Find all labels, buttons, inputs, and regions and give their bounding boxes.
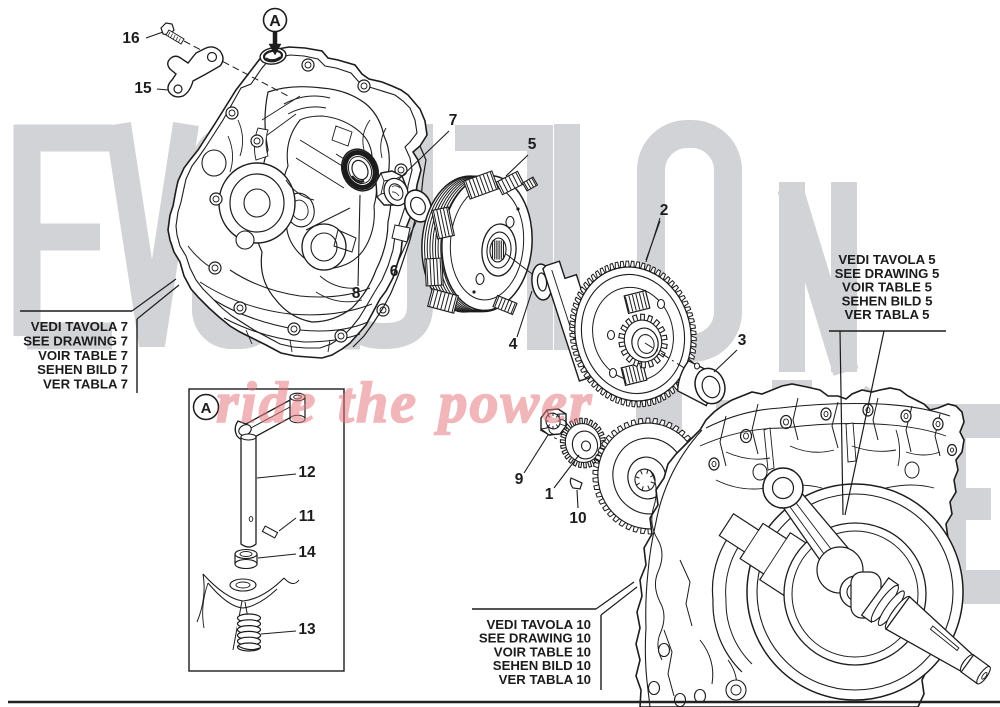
svg-text:5: 5 xyxy=(528,136,537,153)
svg-text:3: 3 xyxy=(738,332,747,349)
svg-text:12: 12 xyxy=(298,464,315,481)
svg-text:ride the power: ride the power xyxy=(216,370,594,435)
svg-text:VOIR TABLE 10: VOIR TABLE 10 xyxy=(494,644,591,659)
svg-text:SEHEN BILD 5: SEHEN BILD 5 xyxy=(842,293,933,308)
svg-text:13: 13 xyxy=(298,621,316,638)
svg-text:SEE DRAWING 5: SEE DRAWING 5 xyxy=(835,266,940,281)
svg-text:SEHEN BILD 7: SEHEN BILD 7 xyxy=(37,362,128,377)
svg-text:6: 6 xyxy=(390,263,399,280)
svg-text:7: 7 xyxy=(449,112,458,129)
svg-text:9: 9 xyxy=(515,471,524,488)
svg-text:VEDI TAVOLA 10: VEDI TAVOLA 10 xyxy=(486,617,591,632)
svg-text:VOIR TABLE 5: VOIR TABLE 5 xyxy=(842,280,932,295)
svg-text:VOIR TABLE 7: VOIR TABLE 7 xyxy=(38,348,128,363)
svg-text:VEDI TAVOLA 5: VEDI TAVOLA 5 xyxy=(838,252,935,267)
svg-text:VEDI TAVOLA 7: VEDI TAVOLA 7 xyxy=(31,319,128,334)
svg-text:A: A xyxy=(269,13,281,30)
svg-text:SEE DRAWING 7: SEE DRAWING 7 xyxy=(23,333,128,348)
svg-text:14: 14 xyxy=(298,544,316,561)
svg-text:1: 1 xyxy=(545,486,554,503)
svg-text:VER TABLA 5: VER TABLA 5 xyxy=(845,307,930,322)
svg-text:10: 10 xyxy=(569,510,586,527)
svg-text:2: 2 xyxy=(660,202,669,219)
svg-text:15: 15 xyxy=(134,80,152,97)
svg-text:VER TABLA 7: VER TABLA 7 xyxy=(43,377,128,392)
svg-text:SEE DRAWING 10: SEE DRAWING 10 xyxy=(479,631,591,646)
svg-text:11: 11 xyxy=(299,508,316,525)
svg-text:8: 8 xyxy=(352,285,361,302)
svg-text:VER TABLA 10: VER TABLA 10 xyxy=(499,672,591,687)
svg-text:4: 4 xyxy=(509,336,518,353)
svg-text:A: A xyxy=(201,400,212,417)
svg-text:SEHEN BILD 10: SEHEN BILD 10 xyxy=(493,658,591,673)
svg-text:16: 16 xyxy=(122,30,140,47)
